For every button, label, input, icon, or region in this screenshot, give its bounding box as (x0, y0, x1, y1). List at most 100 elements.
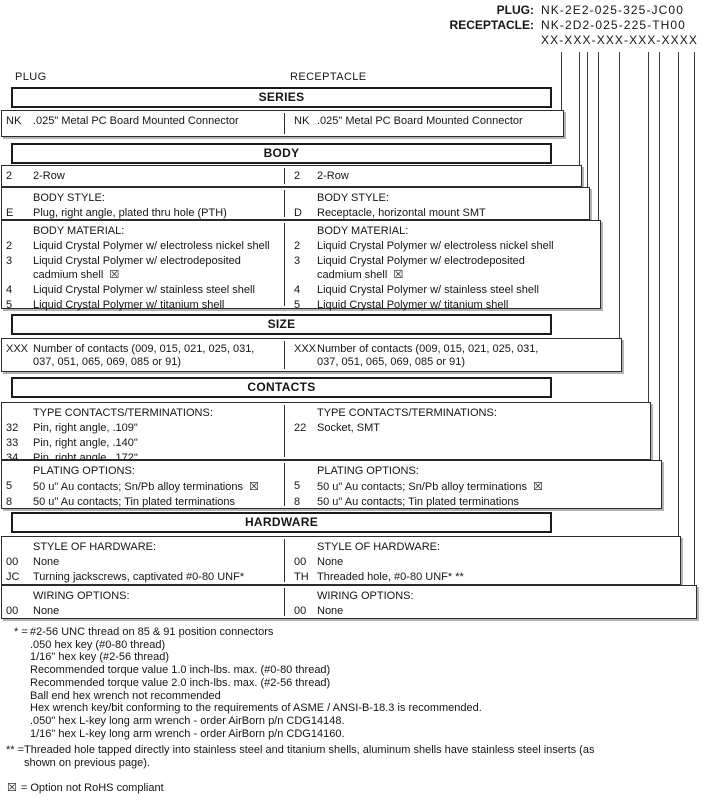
body-row-box: 2 2-Row 2 2-Row (1, 165, 582, 187)
body-material-box: BODY MATERIAL: 2 Liquid Crystal Polymer … (1, 220, 601, 312)
group-label: WIRING OPTIONS: (33, 590, 130, 602)
receptacle-column-header: RECEPTACLE (290, 71, 367, 83)
receptacle-part-number-line: RECEPTACLE:NK-2D2-025-225-TH00 (344, 18, 713, 33)
footnote-line: 1/16" hex key (#2-56 thread) (30, 651, 170, 664)
option-desc: .025" Metal PC Board Mounted Connector (317, 115, 523, 127)
plating-plug-column: PLATING OPTIONS: 5 50 u" Au contacts; Sn… (6, 463, 283, 509)
option-desc-text: 50 u" Au contacts; Sn/Pb alloy terminati… (33, 481, 243, 493)
part-number-mask-line: XX-XXX-XXX-XXX-XXXX (344, 33, 713, 48)
option-row: NK .025" Metal PC Board Mounted Connecto… (6, 115, 283, 128)
option-code: NK (294, 115, 310, 127)
section-header-body: BODY (11, 143, 552, 164)
column-divider (284, 168, 285, 184)
option-code: 00 (294, 605, 307, 617)
option-desc: Pin, right angle, .140" (33, 437, 138, 449)
body-style-plug-column: BODY STYLE: E Plug, right angle, plated … (6, 190, 283, 220)
option-row: 5 50 u" Au contacts; Sn/Pb alloy termina… (6, 480, 283, 494)
option-code: 2 (294, 170, 301, 182)
option-desc: Liquid Crystal Polymer w/ stainless stee… (317, 284, 539, 296)
option-code: XXX (294, 343, 317, 355)
option-desc: Liquid Crystal Polymer w/ electrodeposit… (33, 255, 273, 282)
option-desc: 50 u" Au contacts; Tin plated terminatio… (317, 496, 520, 508)
footnote-line: 1/16" hex L-key long arm wrench - order … (30, 727, 345, 740)
group-label: PLATING OPTIONS: (317, 465, 419, 477)
body-style-receptacle-column: BODY STYLE: D Receptacle, horizontal mou… (294, 190, 587, 220)
option-code: 2 (6, 170, 13, 182)
footnote-double-star-text: Threaded hole tapped directly into stain… (24, 744, 595, 769)
group-label: STYLE OF HARDWARE: (33, 541, 157, 553)
wiring-options-box: WIRING OPTIONS: 00 None WIRING OPTIONS: … (1, 585, 697, 619)
option-row: 5 Liquid Crystal Polymer w/ titanium she… (6, 299, 283, 312)
section-header-series: SERIES (11, 87, 552, 108)
column-divider (284, 405, 285, 457)
option-code: D (294, 207, 302, 219)
option-desc: Plug, right angle, plated thru hole (PTH… (33, 207, 227, 219)
series-options-box: NK .025" Metal PC Board Mounted Connecto… (1, 110, 564, 137)
option-desc: None (33, 556, 60, 568)
option-code: 32 (6, 422, 19, 434)
connector-line-body-row (579, 52, 580, 165)
rohs-legend-text: = Option not RoHS compliant (20, 782, 164, 794)
series-plug-column: NK .025" Metal PC Board Mounted Connecto… (6, 113, 283, 128)
option-code: 5 (6, 480, 13, 492)
size-plug-column: XXX Number of contacts (009, 015, 021, 0… (6, 341, 283, 369)
not-rohs-icon: ☒ (248, 480, 259, 493)
footnote-double-star-marker: ** = (6, 744, 25, 756)
footnote-line: .050 hex key (#0-80 thread) (30, 638, 166, 651)
option-code: 3 (294, 255, 301, 267)
connector-line-body-style (587, 52, 588, 187)
option-row: 4 Liquid Crystal Polymer w/ stainless st… (294, 284, 598, 297)
column-divider (284, 463, 285, 506)
option-row: 22 Socket, SMT (294, 422, 648, 435)
option-code: 5 (6, 299, 13, 311)
option-code: 00 (6, 556, 19, 568)
footnote-star-lines: #2-56 UNC thread on 85 & 91 position con… (30, 626, 482, 740)
option-desc: .025" Metal PC Board Mounted Connector (33, 115, 239, 127)
option-desc: Number of contacts (009, 015, 021, 025, … (317, 343, 539, 368)
option-desc: Liquid Crystal Polymer w/ stainless stee… (33, 284, 255, 296)
part-number-mask: XX-XXX-XXX-XXX-XXXX (541, 33, 698, 47)
option-row: 5 50 u" Au contacts; Sn/Pb alloy termina… (294, 480, 659, 494)
option-row: 2 Liquid Crystal Polymer w/ electroless … (294, 240, 598, 253)
option-desc-text: Liquid Crystal Polymer w/ electrodeposit… (33, 255, 241, 281)
option-code: NK (6, 115, 22, 127)
hardware-style-plug-column: STYLE OF HARDWARE: 00 None JC Turning ja… (6, 539, 283, 584)
connector-line-size (619, 52, 620, 338)
connector-line-plating (659, 52, 660, 460)
contact-type-box: TYPE CONTACTS/TERMINATIONS: 32 Pin, righ… (1, 402, 651, 464)
option-desc: 2-Row (33, 170, 65, 182)
option-desc-text: 50 u" Au contacts; Sn/Pb alloy terminati… (317, 481, 527, 493)
part-number-key: PLUG:NK-2E2-025-325-JC00 RECEPTACLE:NK-2… (344, 3, 713, 48)
option-row: NK .025" Metal PC Board Mounted Connecto… (294, 115, 561, 128)
option-row: D Receptacle, horizontal mount SMT (294, 207, 587, 220)
plating-options-box: PLATING OPTIONS: 5 50 u" Au contacts; Sn… (1, 460, 662, 509)
section-header-hardware: HARDWARE (11, 512, 552, 533)
option-desc: None (33, 605, 60, 617)
group-label: TYPE CONTACTS/TERMINATIONS: (317, 407, 497, 419)
hardware-style-box: STYLE OF HARDWARE: 00 None JC Turning ja… (1, 536, 681, 585)
option-desc: 50 u" Au contacts; Tin plated terminatio… (33, 496, 236, 508)
group-label: TYPE CONTACTS/TERMINATIONS: (33, 407, 213, 419)
option-code: 2 (6, 240, 13, 252)
not-rohs-icon: ☒ (393, 268, 404, 281)
group-label: BODY MATERIAL: (317, 225, 409, 237)
not-rohs-icon: ☒ (109, 268, 120, 281)
group-label: WIRING OPTIONS: (317, 590, 414, 602)
option-row: 00 None (294, 556, 678, 569)
connector-line-series (561, 52, 562, 110)
footnote-line: .050" hex L-key long arm wrench - order … (30, 714, 345, 727)
rohs-legend: ☒= Option not RoHS compliant (7, 781, 164, 795)
column-divider (284, 341, 285, 369)
column-divider (284, 223, 285, 306)
option-desc: Threaded hole, #0-80 UNF* ** (317, 571, 464, 583)
connector-line-contact-type (648, 52, 649, 402)
option-code: 22 (294, 422, 307, 434)
option-row: 2 Liquid Crystal Polymer w/ electroless … (6, 240, 283, 253)
option-code: 2 (294, 240, 301, 252)
option-row: 3 Liquid Crystal Polymer w/ electrodepos… (294, 255, 598, 282)
not-rohs-icon: ☒ (7, 781, 17, 794)
option-desc: Turning jackscrews, captivated #0-80 UNF… (33, 571, 245, 583)
option-code: 00 (294, 556, 307, 568)
option-row: 32 Pin, right angle, .109" (6, 422, 283, 435)
